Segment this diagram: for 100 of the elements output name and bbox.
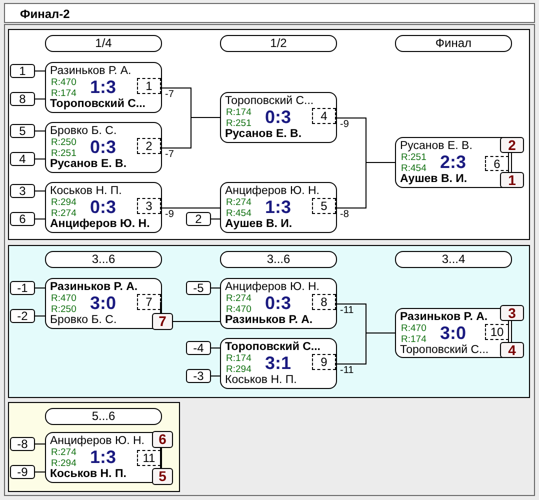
- player-name: Анциферов Ю. Н.: [225, 281, 320, 293]
- edge-label: -11: [339, 306, 355, 316]
- bracket-line: [336, 332, 396, 364]
- player-rating: R:251: [226, 118, 252, 129]
- bracket-line: [160, 448, 161, 458]
- match-card: [220, 182, 337, 233]
- seed-tag: -9: [10, 465, 35, 479]
- player-name: Разиньков Р. А.: [50, 65, 132, 77]
- player-rating: R:251: [51, 148, 76, 159]
- bracket-line: [508, 152, 509, 164]
- player-rating: R:274: [226, 293, 252, 304]
- bracket-line: [34, 218, 46, 220]
- player-name: Русанов Е. В.: [400, 140, 472, 152]
- match-score: 0:3: [265, 293, 292, 314]
- match-score: 0:3: [90, 137, 116, 158]
- round-header: 3...6: [45, 251, 162, 268]
- window-title: Финал-2: [20, 7, 70, 21]
- match-score: 3:0: [90, 293, 116, 314]
- match-card: [220, 92, 337, 143]
- seed-tag: -4: [186, 341, 211, 355]
- match-score: 0:3: [265, 107, 292, 128]
- match-card: [45, 182, 162, 233]
- match-number: 9: [312, 354, 336, 370]
- bracket-line: [210, 218, 220, 220]
- seed-tag: 6: [10, 212, 35, 226]
- match-number: 1: [137, 78, 161, 94]
- seed-tag: -3: [186, 369, 211, 383]
- player-name: Тороповский С...: [400, 344, 489, 356]
- bracket-line: [34, 158, 46, 160]
- edge-label: -7: [164, 90, 175, 100]
- bracket-line: [508, 332, 509, 342]
- player-name: Анциферов Ю. Н.: [50, 435, 144, 447]
- player-name: Коськов Н. П.: [50, 185, 122, 197]
- player-rating: R:274: [226, 197, 252, 208]
- player-rating: R:470: [226, 304, 252, 315]
- bracket-line: [160, 302, 161, 314]
- seed-tag: -1: [10, 281, 35, 295]
- match-score: 0:3: [90, 197, 116, 218]
- bracket-line: [34, 130, 46, 132]
- round-header: 3...4: [395, 251, 512, 268]
- player-rating: R:454: [226, 208, 252, 219]
- match-number: 11: [137, 450, 161, 466]
- player-rating: R:250: [51, 137, 76, 148]
- edge-label: -8: [339, 210, 350, 220]
- match-card: [220, 278, 337, 329]
- bracket-line: [508, 163, 509, 172]
- player-name: Аушев В. И.: [225, 218, 292, 230]
- player-name: Разиньков Р. А.: [225, 314, 313, 326]
- player-rating: R:470: [51, 293, 76, 304]
- player-name: Анциферов Ю. Н.: [50, 218, 150, 230]
- place-badge: 5: [152, 468, 173, 485]
- player-rating: R:294: [51, 197, 76, 208]
- bracket-line: [34, 70, 46, 72]
- player-name: Тороповский С...: [225, 341, 321, 353]
- match-number: 10: [485, 324, 509, 340]
- player-rating: R:294: [51, 458, 76, 469]
- bracket-panel: [8, 245, 530, 398]
- bracket-line: [172, 321, 220, 322]
- player-rating: R:174: [226, 107, 252, 118]
- edge-label: -9: [339, 120, 350, 130]
- seed-tag: -8: [10, 437, 35, 451]
- match-number: 6: [485, 156, 509, 171]
- player-name: Русанов Е. В.: [50, 158, 127, 170]
- player-rating: R:250: [51, 304, 76, 315]
- seed-tag: 3: [10, 184, 35, 198]
- player-rating: R:174: [51, 88, 76, 99]
- player-rating: R:174: [401, 334, 426, 345]
- place-badge: 2: [500, 137, 524, 153]
- player-name: Коськов Н. П.: [225, 374, 297, 386]
- bracket-line: [336, 162, 396, 208]
- seed-tag: 1: [10, 64, 35, 78]
- match-score: 3:0: [440, 323, 466, 344]
- player-rating: R:274: [51, 447, 76, 458]
- seed-tag: 5: [10, 124, 35, 138]
- bracket-line: [508, 320, 509, 332]
- match-score: 2:3: [440, 152, 466, 173]
- match-score: 1:3: [265, 197, 292, 218]
- round-header: 3...6: [220, 251, 337, 268]
- match-card: [45, 122, 162, 173]
- edge-label: -9: [164, 210, 175, 220]
- place-badge: 4: [500, 342, 524, 358]
- round-header: 1/2: [220, 35, 337, 52]
- place-badge: 1: [500, 172, 524, 188]
- player-name: Аушев В. И.: [400, 173, 468, 185]
- match-card: [45, 62, 162, 113]
- match-score: 1:3: [90, 447, 116, 468]
- bracket-line: [160, 458, 161, 468]
- round-header: 1/4: [45, 35, 162, 52]
- player-name: Коськов Н. П.: [50, 468, 126, 480]
- place-badge: 7: [152, 313, 173, 330]
- player-rating: R:294: [226, 364, 252, 375]
- player-rating: R:470: [401, 323, 426, 334]
- bracket-panel: [8, 402, 180, 492]
- place-badge: 3: [500, 305, 524, 321]
- match-card: [220, 338, 337, 389]
- player-name: Бровко Б. С.: [50, 314, 117, 326]
- player-name: Разиньков Р. А.: [400, 311, 488, 323]
- match-number: 7: [137, 294, 161, 310]
- player-name: Бровко Б. С.: [50, 125, 117, 137]
- seed-tag: -5: [186, 281, 211, 295]
